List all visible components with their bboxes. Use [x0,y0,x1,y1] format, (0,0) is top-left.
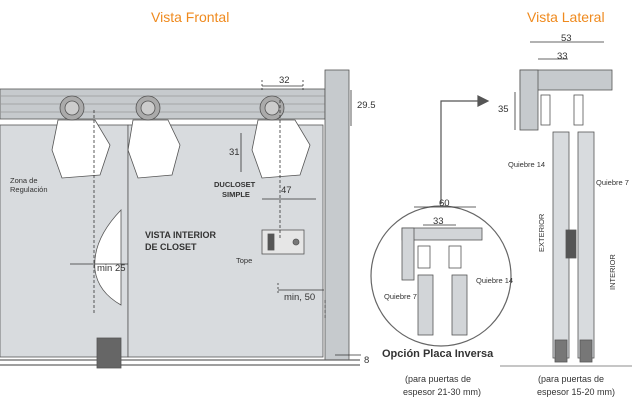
side-post [324,69,350,361]
side-dim-35: 35 [498,104,509,115]
ducloset-line1: DUCLOSET [214,180,256,189]
dim-31: 31 [229,147,240,158]
detail-title: Opción Placa Inversa [382,348,494,360]
detail-dim-33: 33 [433,216,444,227]
side-quiebre-7: Quiebre 7 [596,178,629,187]
dim-min-50: min, 50 [284,292,316,303]
dim-47: 47 [281,185,292,196]
detail-quiebre-7: Quiebre 7 [384,292,417,301]
side-interior-label: INTERIOR [608,254,617,290]
detail-sub-line2: espesor 21-30 mm) [403,387,482,397]
side-exterior-label: EXTERIOR [537,213,546,252]
dim-min-25: min 25 [97,263,126,274]
hanger-1 [51,95,111,179]
detail-quiebre-14: Quiebre 14 [476,276,514,285]
arrow-to-side [440,95,490,204]
dim-29-5: 29.5 [357,100,376,111]
dim-32: 32 [279,75,290,86]
zona-regulacion-line2: Regulación [10,185,48,194]
ducloset-line2: SIMPLE [222,190,250,199]
door-cutout [94,209,122,306]
hanger-3 [251,95,311,179]
side-view [500,41,632,367]
zona-regulacion-line1: Zona de [10,176,38,185]
side-quiebre-14: Quiebre 14 [508,160,546,169]
hanger-2 [127,95,181,179]
vista-interior-line1: VISTA INTERIOR [145,230,217,240]
front-view-title: Vista Frontal [151,9,230,25]
dim-8: 8 [364,355,370,366]
side-dim-33: 33 [557,51,568,62]
side-view-title: Vista Lateral [527,9,605,25]
side-sub-line1: (para puertas de [538,374,605,384]
side-dim-53: 53 [561,33,572,44]
tope-label: Tope [236,256,253,265]
detail-circle [370,205,512,347]
vista-interior-line2: DE CLOSET [145,242,197,252]
tope-bracket [261,229,305,255]
detail-dim-60: 60 [439,198,450,209]
detail-sub-line1: (para puertas de [405,374,472,384]
floor-guide [96,337,122,369]
front-view [0,69,361,369]
side-sub-line2: espesor 15-20 mm) [537,387,616,397]
